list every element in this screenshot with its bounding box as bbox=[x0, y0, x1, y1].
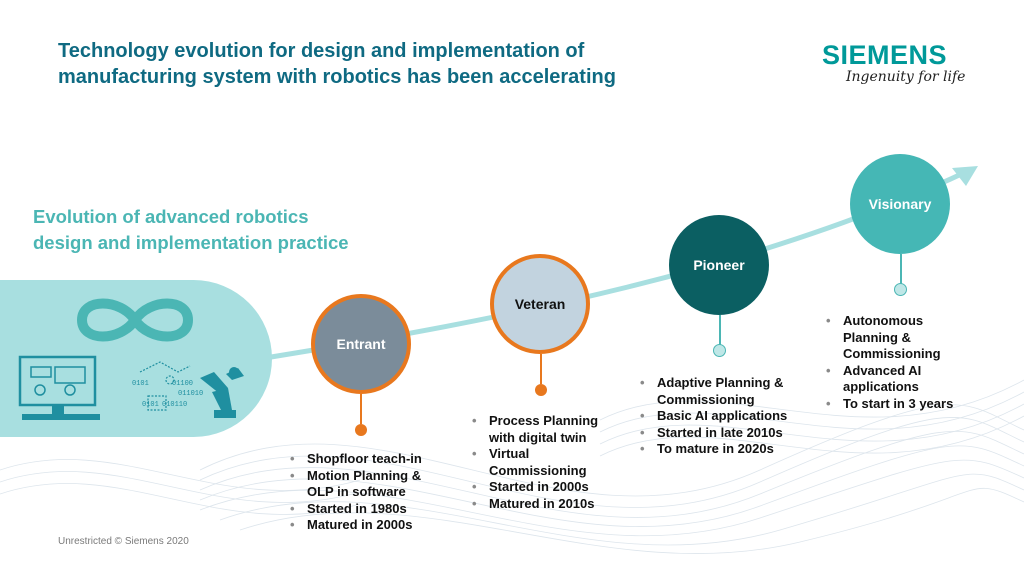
bullet-item: Basic AI applications bbox=[640, 408, 787, 425]
binary-text: 010110 bbox=[162, 401, 187, 409]
bullet-item: Started in 2000s bbox=[472, 479, 598, 496]
bullet-item: Matured in 2010s bbox=[472, 496, 598, 513]
bullet-item: Started in late 2010s bbox=[640, 425, 787, 442]
stage-visionary-dot bbox=[894, 283, 907, 296]
title-line-2: manufacturing system with robotics has b… bbox=[58, 66, 616, 88]
logo-wordmark: SIEMENS bbox=[822, 40, 948, 70]
stage-veteran-dot bbox=[535, 384, 547, 396]
section-subtitle: Evolution of advanced robotics design an… bbox=[33, 204, 433, 256]
binary-text: 0101 bbox=[132, 380, 149, 388]
binary-text: 0101 bbox=[142, 401, 159, 409]
bullet-item: Motion Planning &OLP in software bbox=[290, 468, 422, 501]
stage-pioneer-dot bbox=[713, 344, 726, 357]
subtitle-line-1: Evolution of advanced robotics bbox=[33, 206, 309, 227]
binary-text: 011010 bbox=[178, 390, 203, 398]
stage-veteran-connector bbox=[540, 354, 542, 384]
siemens-logo: SIEMENS Ingenuity for life bbox=[822, 41, 982, 85]
illustration: 0101 01100 011010 0101 010110 bbox=[18, 298, 244, 420]
stage-visionary-label: Visionary bbox=[868, 196, 932, 212]
stage-pioneer-circle: Pioneer bbox=[669, 215, 769, 315]
title-line-1: Technology evolution for design and impl… bbox=[58, 40, 585, 62]
stage-entrant-circle: Entrant bbox=[311, 294, 411, 394]
bullet-item: To start in 3 years bbox=[826, 396, 953, 413]
stage-pioneer-label: Pioneer bbox=[693, 257, 745, 273]
bullet-item: Started in 1980s bbox=[290, 501, 422, 518]
stage-veteran-circle: Veteran bbox=[490, 254, 590, 354]
stage-entrant-dot bbox=[355, 424, 367, 436]
bullet-item: Matured in 2000s bbox=[290, 517, 422, 534]
arrow-head-icon bbox=[952, 166, 978, 186]
monitor-icon bbox=[18, 355, 100, 420]
stage-visionary-connector bbox=[900, 254, 902, 284]
subtitle-line-2: design and implementation practice bbox=[33, 232, 349, 253]
robot-arm-icon bbox=[200, 367, 244, 418]
bullet-item: Shopfloor teach-in bbox=[290, 451, 422, 468]
stage-visionary-circle: Visionary bbox=[850, 154, 950, 254]
binary-code: 0101 01100 011010 0101 010110 bbox=[132, 380, 203, 409]
stage-entrant-bullets: Shopfloor teach-in Motion Planning &OLP … bbox=[290, 451, 422, 534]
stage-pioneer-bullets: Adaptive Planning &Commissioning Basic A… bbox=[640, 375, 787, 458]
stage-veteran-label: Veteran bbox=[514, 296, 566, 312]
stage-entrant-connector bbox=[360, 394, 362, 424]
stage-entrant-label: Entrant bbox=[336, 336, 386, 352]
bullet-item: To mature in 2020s bbox=[640, 441, 787, 458]
binary-text: 01100 bbox=[172, 380, 193, 388]
bullet-item: Adaptive Planning &Commissioning bbox=[640, 375, 787, 408]
footer-copyright: Unrestricted © Siemens 2020 bbox=[58, 536, 189, 547]
infinity-icon bbox=[76, 298, 194, 342]
logo-tagline: Ingenuity for life bbox=[846, 69, 966, 85]
page-title: Technology evolution for design and impl… bbox=[58, 38, 778, 90]
stage-pioneer-connector bbox=[719, 315, 721, 345]
robot-outline-icon bbox=[139, 361, 191, 411]
